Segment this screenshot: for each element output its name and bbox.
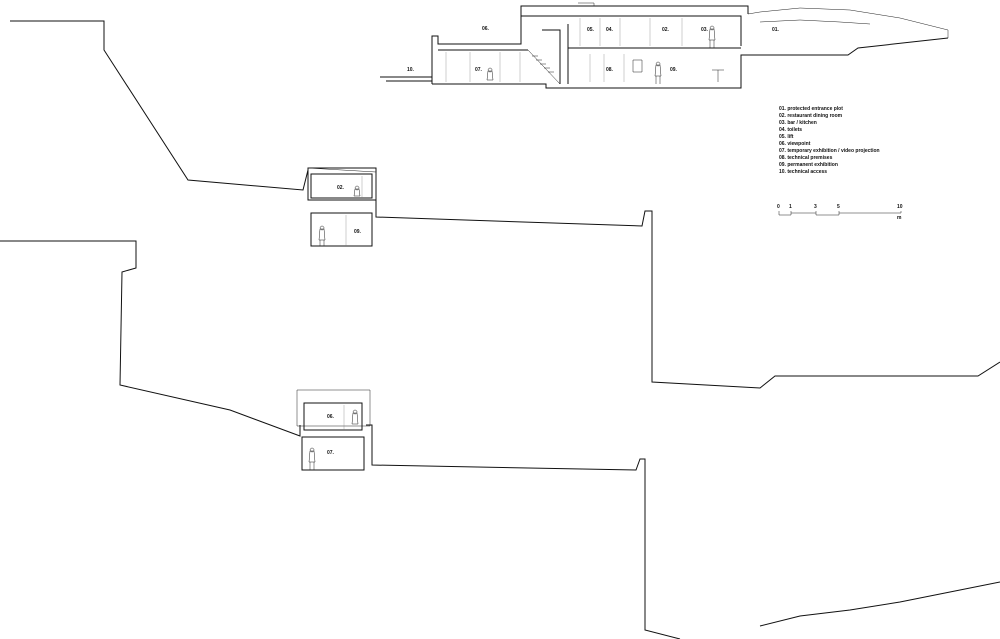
legend-item: 09. permanent exhibition	[779, 162, 838, 168]
terrain-bot-far	[759, 581, 1000, 627]
scale-tick-label: 1	[789, 204, 792, 210]
legend-item: 08. technical premises	[779, 155, 833, 161]
label-09: 09.	[670, 67, 678, 73]
person-figure	[654, 61, 662, 84]
scale-tick-label: 0	[777, 204, 780, 210]
label-04: 04.	[606, 27, 614, 33]
scale-bar-line	[778, 211, 902, 216]
building-envelope-bottom	[432, 37, 949, 89]
bot-label-upper: 06.	[327, 414, 335, 420]
mid-upper-roof	[307, 167, 377, 200]
top-section: 01. 02. 03. 04. 05. 06. 07. 08. 09. 10.	[380, 2, 949, 89]
wall-lift	[542, 29, 561, 84]
mid-upper-room	[310, 173, 373, 199]
roof-skylight	[578, 2, 595, 6]
person-figure	[318, 225, 326, 246]
scale-bar: 0 1 3 5 10 m	[777, 204, 903, 221]
person-figure	[308, 447, 316, 470]
dining-grid	[579, 18, 683, 46]
label-08: 08.	[606, 67, 614, 73]
middle-section: 02. 09.	[10, 20, 1000, 389]
scale-tick-label: 5	[837, 204, 840, 210]
terrain-mid-right	[375, 170, 1000, 389]
bot-label-lower: 07.	[327, 450, 335, 456]
bot-upper-box	[296, 389, 371, 427]
bot-upper-room	[303, 402, 363, 431]
table	[712, 69, 724, 82]
terrain-bot-left	[0, 240, 301, 437]
mid-label-lower: 09.	[354, 229, 362, 235]
exhibition-screens	[445, 52, 521, 82]
person-figure	[708, 25, 716, 48]
legend-item: 06. viewpoint	[779, 141, 811, 147]
label-06: 06.	[482, 26, 490, 32]
mid-label-upper: 02.	[337, 185, 345, 191]
mid-lower-room	[310, 212, 373, 247]
person-figure	[351, 409, 359, 425]
bot-lower-room	[301, 436, 365, 471]
terrain-bot-right	[366, 424, 681, 639]
staircase	[527, 49, 561, 85]
legend-item: 03. bar / kitchen	[779, 120, 817, 126]
label-02: 02.	[662, 27, 670, 33]
legend-item: 02. restaurant dining room	[779, 113, 843, 119]
scale-tick-label: 3	[814, 204, 817, 210]
person-figure	[486, 67, 494, 81]
building-envelope-top	[431, 5, 749, 84]
mid-upper-box	[307, 167, 377, 201]
lower-grid	[589, 54, 625, 82]
scale-unit: m	[897, 215, 902, 221]
bottom-section: 06. 07.	[0, 240, 1000, 639]
label-05: 05.	[587, 27, 595, 33]
label-07: 07.	[475, 67, 483, 73]
label-03: 03.	[701, 27, 709, 33]
legend-item: 10. technical access	[779, 169, 827, 175]
display-case	[632, 59, 643, 73]
label-10: 10.	[407, 67, 415, 73]
legend-item: 04. toilets	[779, 127, 802, 133]
terrain-mid-left	[10, 20, 309, 191]
terrain-right-inner	[759, 19, 871, 25]
legend-item: 07. temporary exhibition / video project…	[779, 148, 880, 154]
label-01: 01.	[772, 27, 780, 33]
scale-tick-label: 10	[897, 204, 903, 210]
legend-item: 05. lift	[779, 134, 794, 140]
terrain-right	[747, 7, 949, 38]
person-figure	[353, 185, 361, 197]
legend-item: 01. protected entrance plot	[779, 106, 843, 112]
legend: 01. protected entrance plot 02. restaura…	[779, 106, 880, 175]
roof-slab	[521, 15, 742, 46]
stair-treads	[532, 55, 554, 73]
